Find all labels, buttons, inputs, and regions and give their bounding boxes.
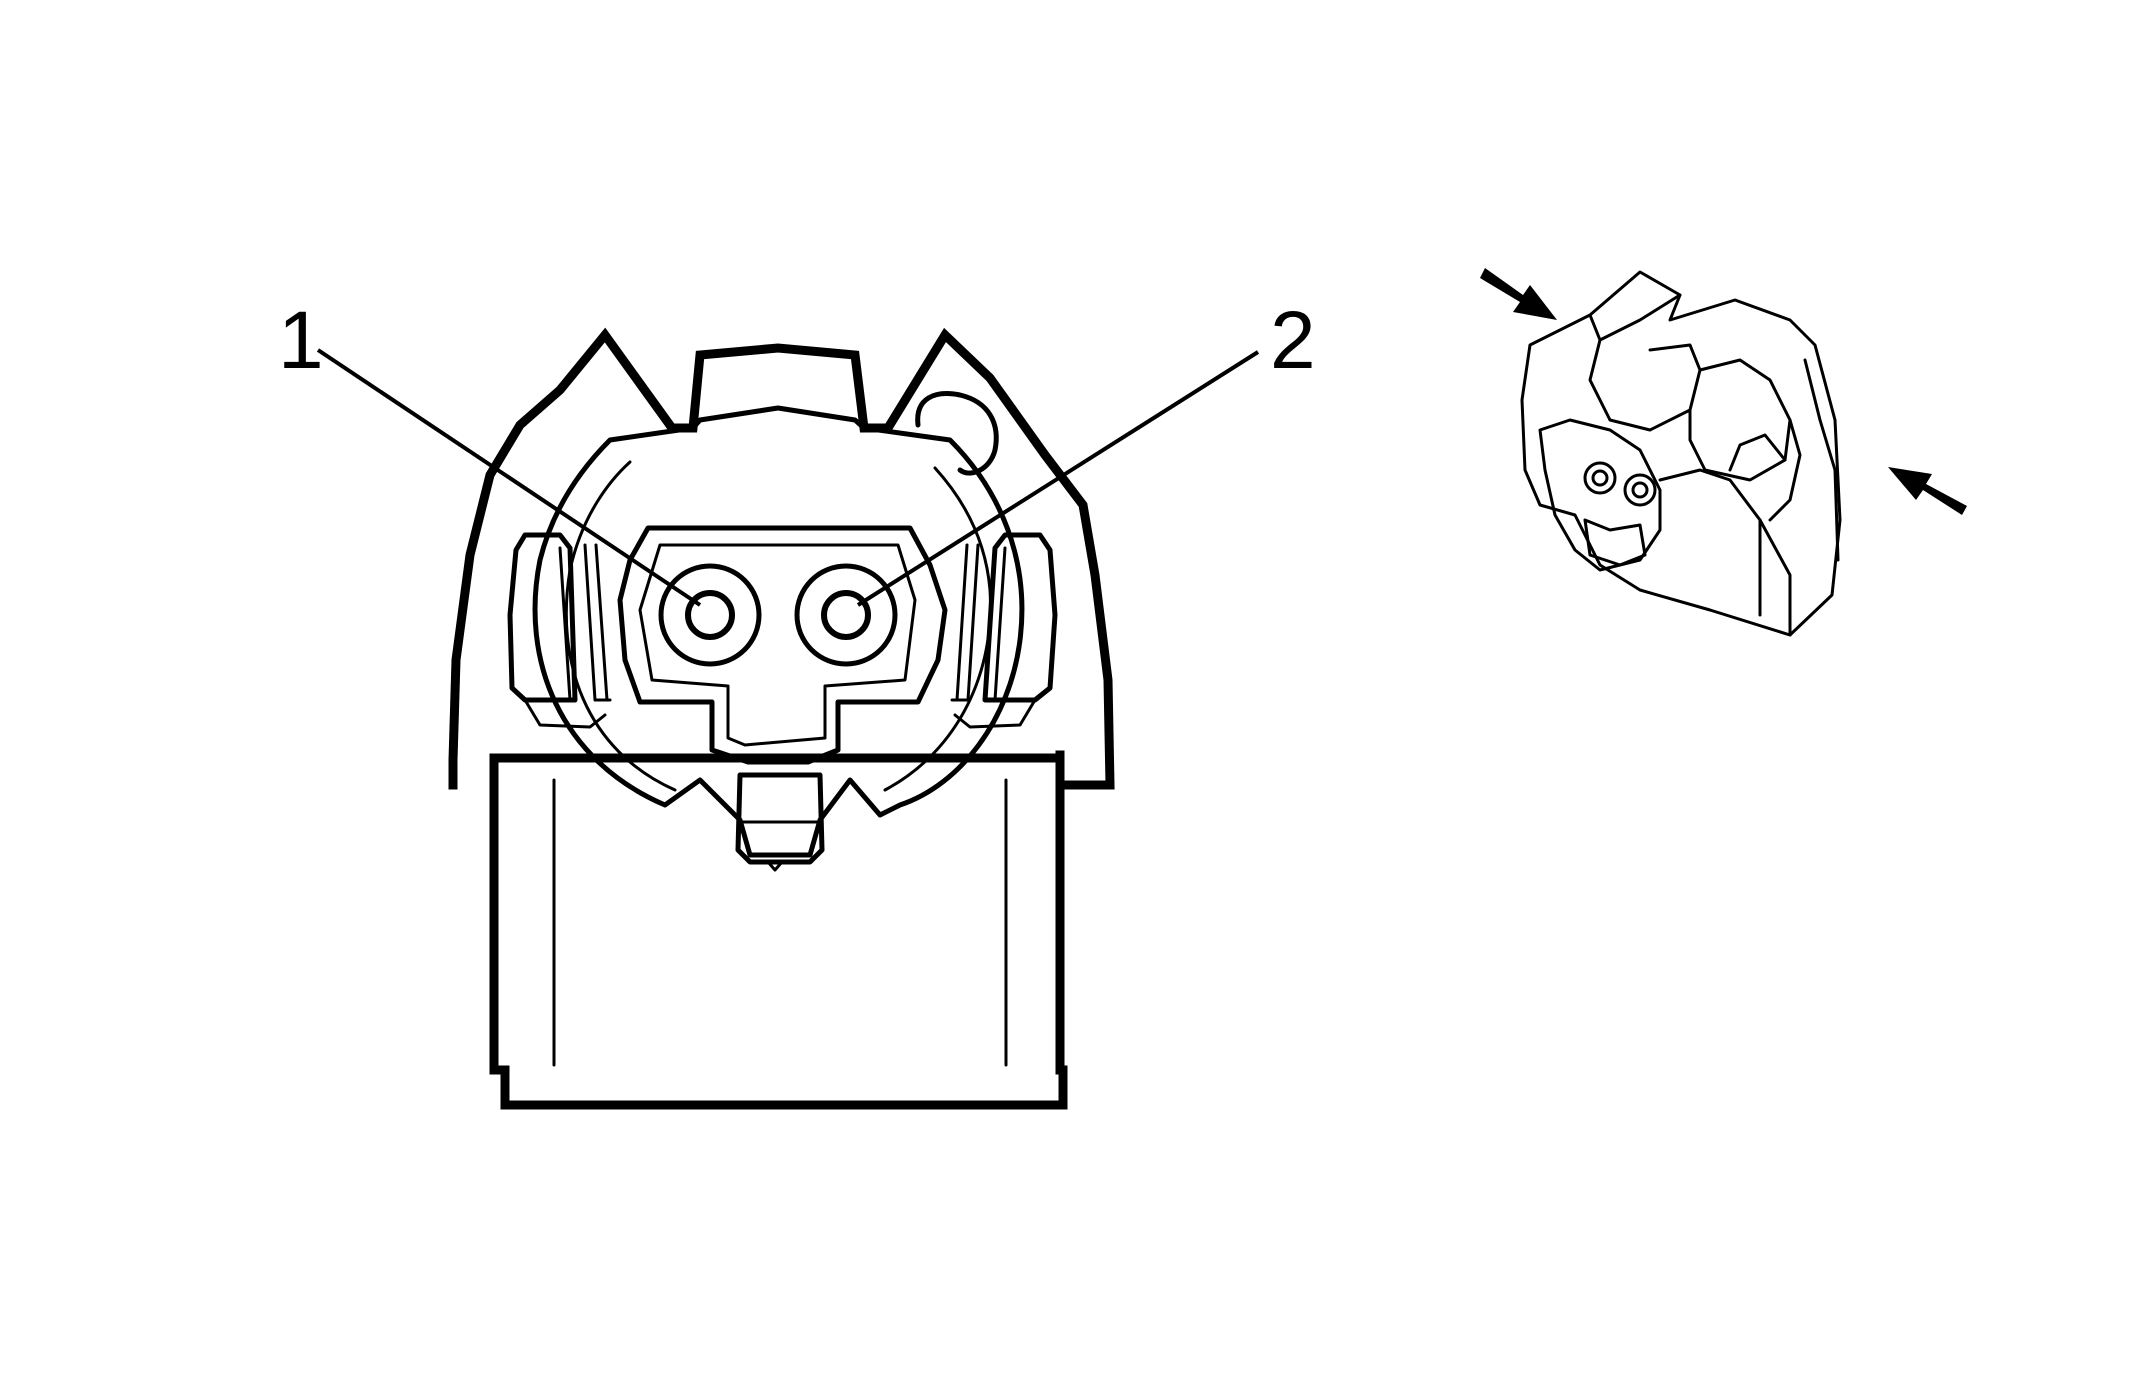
housing-outline bbox=[448, 327, 1115, 790]
terminal-cavity bbox=[617, 525, 948, 765]
arrow-lower-right-icon bbox=[1888, 467, 1967, 515]
inner-face-ring-inner bbox=[564, 460, 677, 792]
leader-line-2 bbox=[856, 350, 1260, 607]
housing-skirt bbox=[489, 753, 1068, 1110]
inner-face-ring bbox=[532, 405, 1025, 858]
inner-face-ring-inner-right bbox=[883, 466, 992, 792]
arrow-upper-left-icon bbox=[1480, 268, 1557, 320]
terminal-1 bbox=[658, 563, 762, 667]
round-boss bbox=[915, 391, 999, 476]
right-latch bbox=[950, 532, 1058, 729]
connector-front-view: 1 2 bbox=[278, 295, 1316, 1110]
left-latch bbox=[507, 532, 612, 729]
callout-1: 1 bbox=[278, 295, 324, 386]
connector-isometric-view bbox=[1480, 268, 1967, 637]
callout-2: 2 bbox=[1270, 295, 1316, 386]
leader-line-1 bbox=[316, 348, 702, 607]
terminal-2 bbox=[794, 563, 898, 667]
lock-tab bbox=[735, 772, 825, 865]
terminal-cavity-inner bbox=[638, 543, 917, 747]
